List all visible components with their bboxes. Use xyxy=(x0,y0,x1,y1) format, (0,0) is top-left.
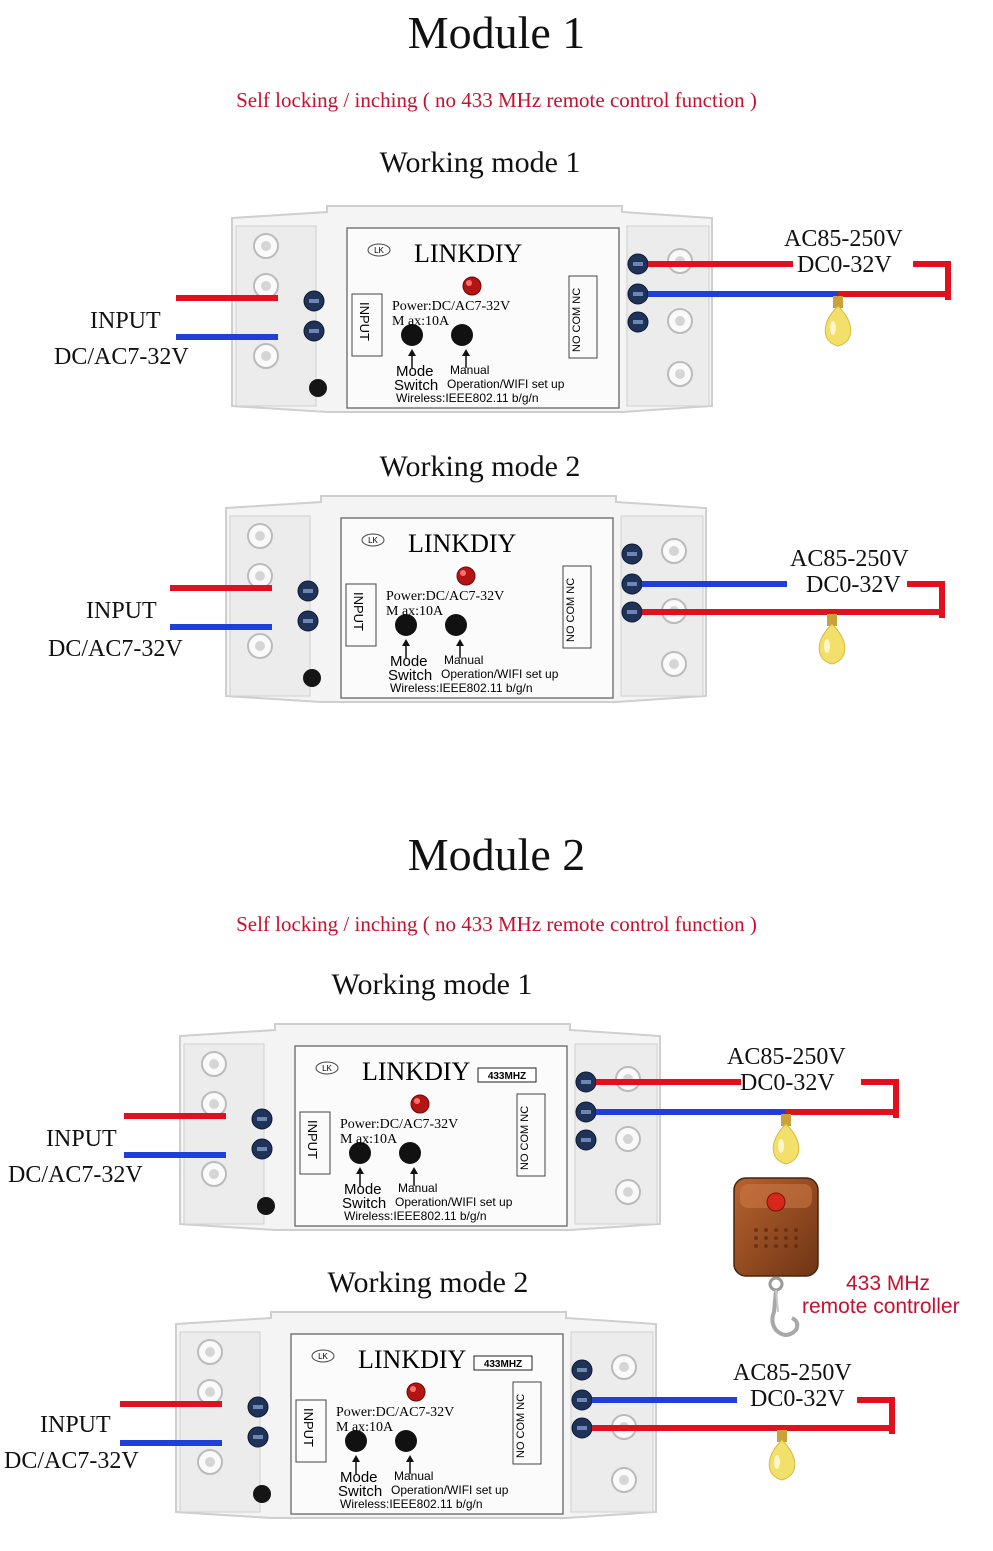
switch-label: Switch xyxy=(388,667,432,684)
wireless-label: Wireless:IEEE802.11 b/g/n xyxy=(396,391,539,405)
switch-label: Switch xyxy=(394,377,438,394)
max-spec: M ax:10A xyxy=(340,1132,398,1147)
module-1-subtitle: Self locking / inching ( no 433 MHz remo… xyxy=(236,88,757,112)
remote-label-freq: 433 MHz xyxy=(846,1272,931,1295)
module-1-title: Module 1 xyxy=(407,7,586,58)
logo-icon: LK xyxy=(322,1064,332,1073)
load-ac-label-1: AC85-250V xyxy=(784,226,903,252)
m1-mode2-title: Working mode 2 xyxy=(379,450,581,483)
switch-label: Switch xyxy=(342,1195,386,1212)
power-spec: Power:DC/AC7-32V xyxy=(386,589,504,604)
m2-mode1-diagram: LK LINKDIY 433MHZ INPUT NO COM NC Power:DC/AC… xyxy=(124,1023,899,1231)
manual-label: Manual xyxy=(398,1181,437,1195)
load-dc-label-2: DC0-32V xyxy=(806,572,901,598)
panel-input-label: INPUT xyxy=(305,1120,320,1159)
brand-label: LINKDIY xyxy=(358,1345,467,1374)
operation-label: Operation/WIFI set up xyxy=(395,1195,513,1209)
operation-label: Operation/WIFI set up xyxy=(391,1483,509,1497)
operation-label: Operation/WIFI set up xyxy=(447,377,565,391)
panel-input-label: INPUT xyxy=(357,302,372,341)
m2-mode2-diagram: LK LINKDIY 433MHZ INPUT NO COM NC Power:DC/AC… xyxy=(120,1311,895,1519)
brand-label: LINKDIY xyxy=(408,529,517,558)
input-wires xyxy=(176,295,278,340)
output-wires xyxy=(596,1079,899,1118)
switch-label: Switch xyxy=(338,1483,382,1500)
max-spec: M ax:10A xyxy=(392,314,450,329)
light-bulb-icon xyxy=(818,614,846,665)
logo-icon: LK xyxy=(368,536,378,545)
power-spec: Power:DC/AC7-32V xyxy=(340,1117,458,1132)
mode-label: Mode xyxy=(396,363,434,380)
remote-label-name: remote controller xyxy=(802,1295,960,1318)
input-label-4: INPUT xyxy=(40,1412,111,1438)
max-spec: M ax:10A xyxy=(336,1420,394,1435)
panel-input-label: INPUT xyxy=(351,592,366,631)
freq-badge: 433MHZ xyxy=(488,1071,526,1082)
manual-label: Manual xyxy=(394,1469,433,1483)
manual-label: Manual xyxy=(444,653,483,667)
module-2-title: Module 2 xyxy=(407,829,586,880)
freq-badge: 433MHZ xyxy=(484,1359,522,1370)
input-voltage-label-4: DC/AC7-32V xyxy=(4,1448,139,1474)
max-spec: M ax:10A xyxy=(386,604,444,619)
m2-mode1-title: Working mode 1 xyxy=(331,968,533,1001)
load-ac-label-3: AC85-250V xyxy=(727,1044,846,1070)
input-wires xyxy=(124,1113,226,1158)
input-wires xyxy=(170,585,272,630)
wireless-label: Wireless:IEEE802.11 b/g/n xyxy=(340,1497,483,1511)
light-bulb-icon xyxy=(772,1114,800,1165)
brand-label: LINKDIY xyxy=(362,1057,471,1086)
panel-output-label: NO COM NC xyxy=(571,288,583,352)
output-wires xyxy=(642,581,945,618)
power-spec: Power:DC/AC7-32V xyxy=(392,299,510,314)
load-ac-label-2: AC85-250V xyxy=(790,546,909,572)
wireless-label: Wireless:IEEE802.11 b/g/n xyxy=(390,681,533,695)
power-spec: Power:DC/AC7-32V xyxy=(336,1405,454,1420)
input-voltage-label-2: DC/AC7-32V xyxy=(48,636,183,662)
input-label-3: INPUT xyxy=(46,1126,117,1152)
light-bulb-icon xyxy=(768,1430,796,1481)
panel-output-label: NO COM NC xyxy=(519,1106,531,1170)
wireless-label: Wireless:IEEE802.11 b/g/n xyxy=(344,1209,487,1223)
mode-label: Mode xyxy=(340,1469,378,1486)
module-2-subtitle: Self locking / inching ( no 433 MHz remo… xyxy=(236,912,757,936)
light-bulb-icon xyxy=(824,296,852,347)
m2-mode2-title: Working mode 2 xyxy=(327,1266,529,1299)
load-ac-label-4: AC85-250V xyxy=(733,1360,852,1386)
remote-controller-image xyxy=(733,1177,819,1337)
input-wires xyxy=(120,1401,222,1446)
manual-label: Manual xyxy=(450,363,489,377)
panel-output-label: NO COM NC xyxy=(565,578,577,642)
load-dc-label-3: DC0-32V xyxy=(740,1070,835,1096)
m1-mode1-title: Working mode 1 xyxy=(379,146,581,179)
input-voltage-label-1: DC/AC7-32V xyxy=(54,344,189,370)
panel-input-label: INPUT xyxy=(301,1408,316,1447)
input-label-2: INPUT xyxy=(86,598,157,624)
output-wires xyxy=(592,1397,895,1434)
mode-label: Mode xyxy=(344,1181,382,1198)
panel-output-label: NO COM NC xyxy=(515,1394,527,1458)
logo-icon: LK xyxy=(374,246,384,255)
input-label-1: INPUT xyxy=(90,308,161,334)
load-dc-label-4: DC0-32V xyxy=(750,1386,845,1412)
operation-label: Operation/WIFI set up xyxy=(441,667,559,681)
mode-label: Mode xyxy=(390,653,428,670)
input-voltage-label-3: DC/AC7-32V xyxy=(8,1162,143,1188)
brand-label: LINKDIY xyxy=(414,239,523,268)
output-wires xyxy=(648,261,951,300)
load-dc-label-1: DC0-32V xyxy=(797,252,892,278)
logo-icon: LK xyxy=(318,1352,328,1361)
